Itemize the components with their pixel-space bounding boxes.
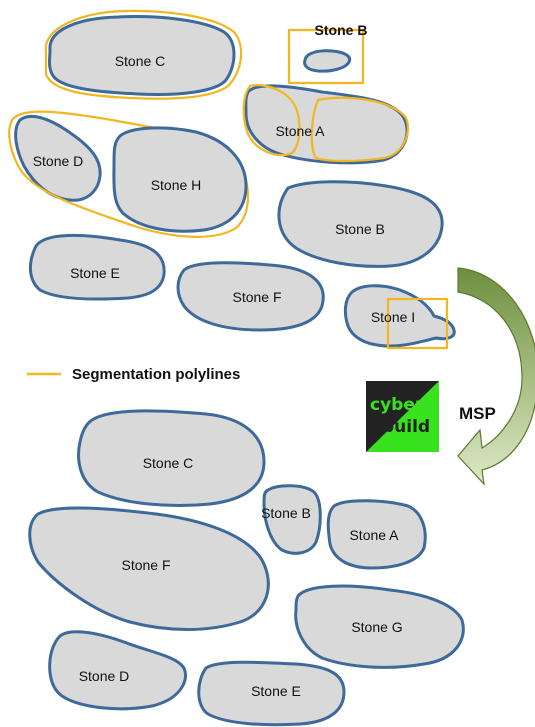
seg-box-stone-i [386,297,449,350]
stone-i-top [343,284,456,348]
seg-polyline-stone-c [44,9,243,100]
label-stone-c-bottom: Stone C [143,455,194,471]
label-stone-b-top-large: Stone B [335,221,385,237]
label-stone-e-bottom: Stone E [251,683,301,699]
label-stone-d-bottom: Stone D [79,668,130,684]
stone-a-top [244,84,409,165]
label-stone-d-top: Stone D [33,153,84,169]
stone-d-bottom [48,630,187,711]
label-stone-f-bottom: Stone F [121,557,170,573]
stone-e-top [29,233,166,301]
stone-h-top [112,126,248,233]
stone-g-bottom [294,584,465,669]
label-stone-a-bottom: Stone A [349,527,399,543]
stone-f-top [176,261,325,332]
seg-polyline-stone-a-left [242,84,301,157]
stone-d-top [14,114,102,202]
stone-f-bottom [28,506,270,631]
label-stone-h-top: Stone H [151,177,202,193]
msp-label: MSP [459,404,496,423]
label-stone-f-top: Stone F [232,289,281,305]
msp-arrow [457,267,535,486]
logo-text-cyber: cyber [370,395,424,415]
label-stone-b-top: Stone B [315,22,368,38]
stone-b-bottom [262,484,322,555]
stone-a-bottom [326,499,427,570]
stone-c-bottom [77,409,266,507]
seg-box-stone-b [287,28,365,85]
stone-c-top [48,15,236,96]
seg-polyline-stone-d [8,110,250,238]
stone-b-top-small [303,49,352,73]
stone-e-bottom [197,660,346,727]
stone-b-top-large [277,180,444,268]
label-stone-c-top: Stone C [115,53,166,69]
legend-segmentation-label: Segmentation polylines [72,366,240,383]
label-stone-b-bottom: Stone B [261,505,311,521]
cyberbuild-logo: cyber build [366,381,439,452]
label-stone-a-top: Stone A [275,123,325,139]
label-stone-g-bottom: Stone G [351,619,402,635]
label-stone-i-top: Stone I [371,309,415,325]
label-stone-e-top: Stone E [70,265,120,281]
seg-polyline-stone-a-right [310,96,410,163]
logo-text-build: build [382,417,430,437]
